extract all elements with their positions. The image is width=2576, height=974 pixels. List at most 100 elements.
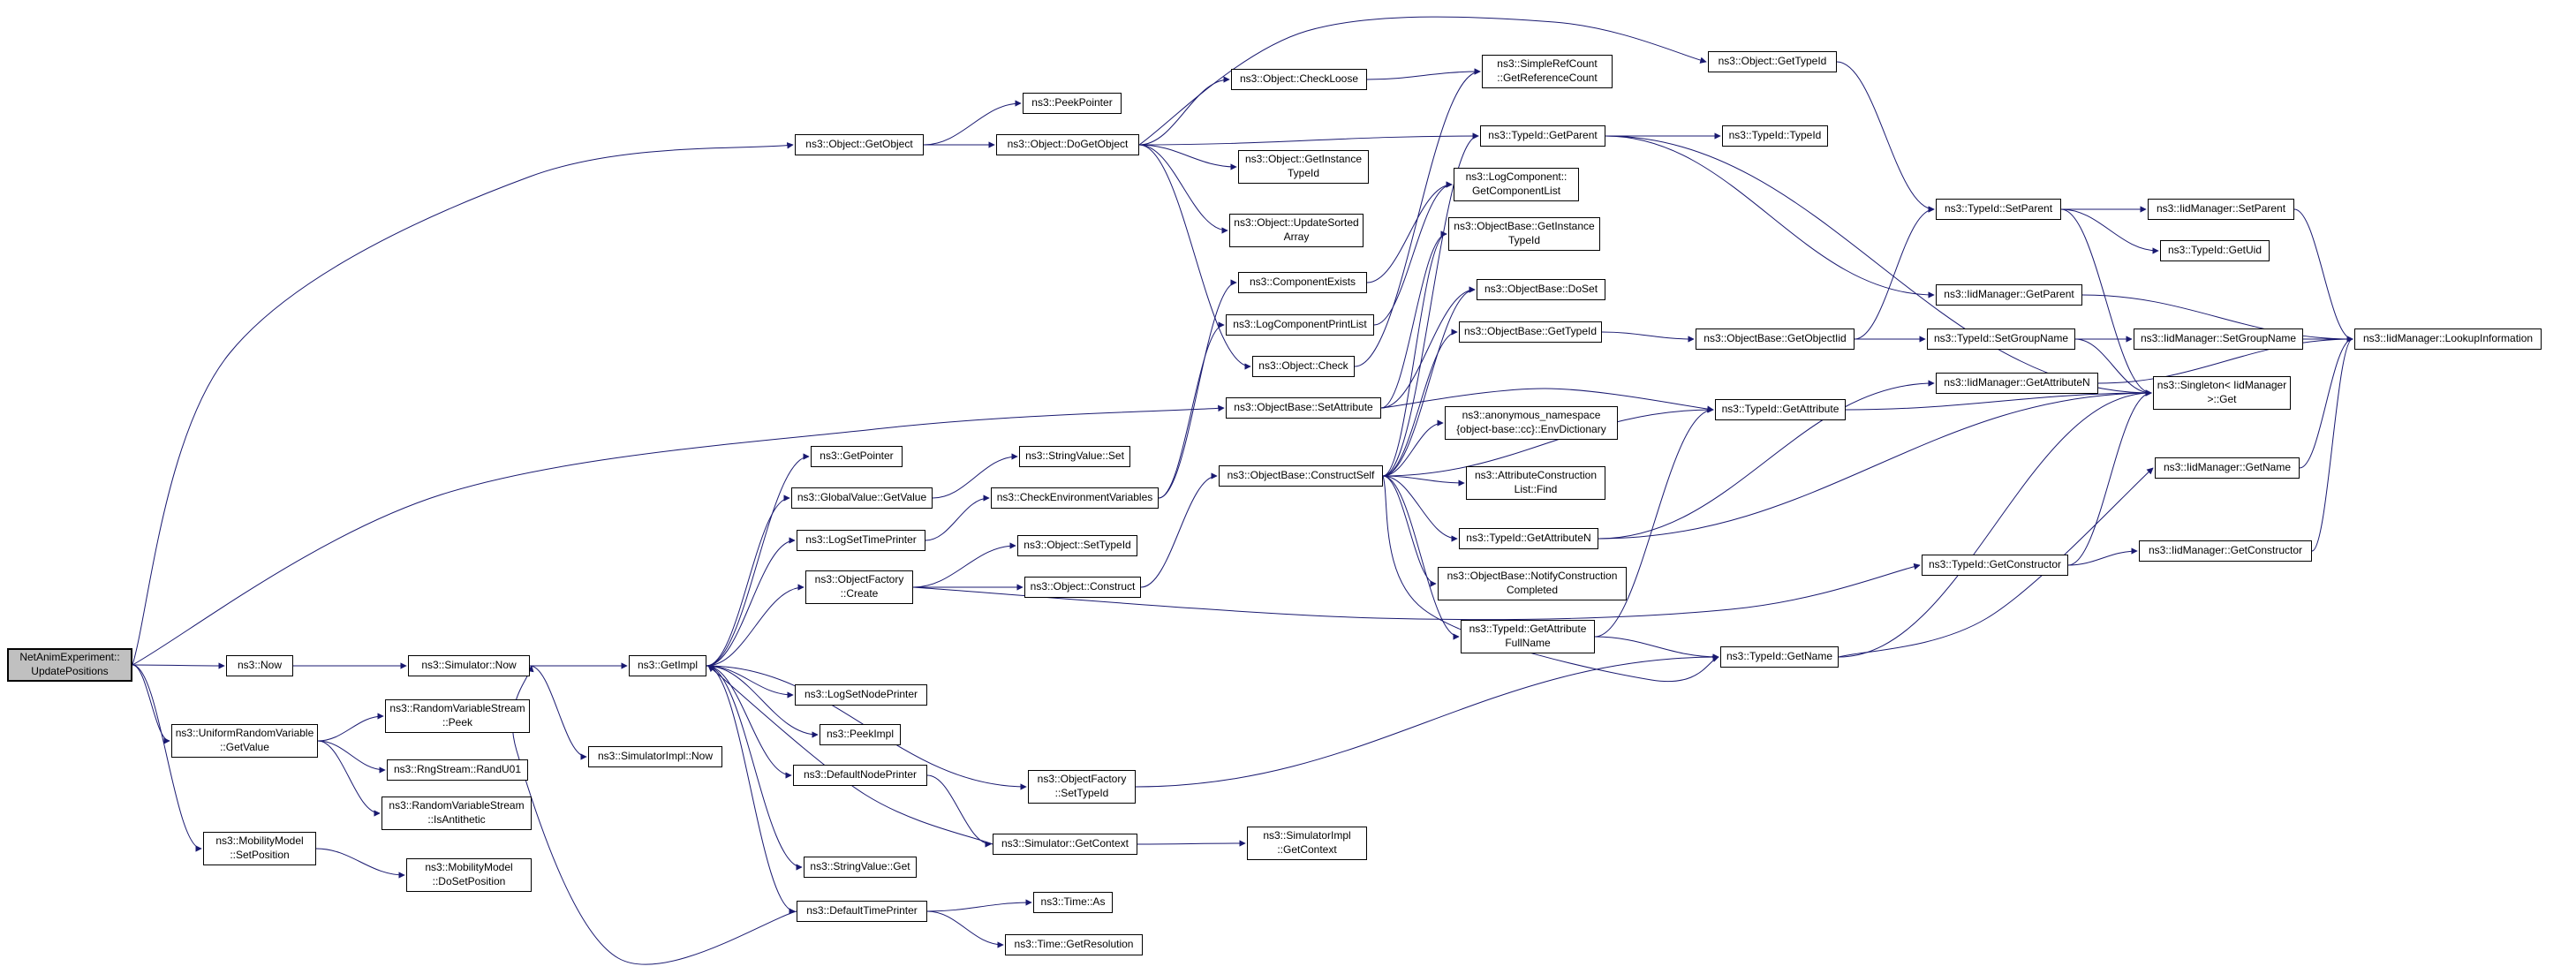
node-simple-ref-count-get-reference-count[interactable]: ns3::SimpleRefCount::GetReferenceCount (1482, 55, 1613, 88)
node-type-id-get-attribute-n[interactable]: ns3::TypeId::GetAttributeN (1459, 528, 1598, 549)
edge-get-impl-to-global-value-get-value (706, 495, 790, 667)
edge-get-impl-to-log-set-time-printer (706, 537, 796, 667)
node-object-do-get-object[interactable]: ns3::Object::DoGetObject (996, 134, 1139, 155)
node-type-id-get-constructor[interactable]: ns3::TypeId::GetConstructor (1922, 555, 2068, 576)
node-object-get-type-id[interactable]: ns3::Object::GetTypeId (1708, 51, 1837, 72)
node-singleton-iid-manager-get[interactable]: ns3::Singleton< IidManager>::Get (2153, 376, 2291, 410)
node-label: ns3::TypeId::SetParent (1944, 202, 2053, 215)
node-label: ns3::Object::Construct (1030, 580, 1136, 593)
edge-update-positions-to-mobility-set-position (132, 664, 202, 852)
node-type-id-type-id[interactable]: ns3::TypeId::TypeId (1722, 125, 1828, 147)
edge-get-impl-to-default-node-printer (706, 665, 792, 779)
node-mobility-set-position[interactable]: ns3::MobilityModel::SetPosition (203, 832, 316, 865)
node-iid-manager-get-attribute-n[interactable]: ns3::IidManager::GetAttributeN (1936, 373, 2098, 394)
node-rvs-is-antithetic[interactable]: ns3::RandomVariableStream::IsAntithetic (381, 797, 532, 830)
node-object-base-get-type-id[interactable]: ns3::ObjectBase::GetTypeId (1459, 321, 1602, 343)
node-object-check[interactable]: ns3::Object::Check (1252, 356, 1355, 377)
edge-object-get-type-id-to-type-id-set-parent (1836, 61, 1935, 213)
node-peek-impl[interactable]: ns3::PeekImpl (820, 724, 901, 745)
node-string-value-get[interactable]: ns3::StringValue::Get (804, 857, 917, 878)
node-label: ns3::AttributeConstruction (1474, 469, 1598, 482)
node-iid-manager-set-group-name[interactable]: ns3::IidManager::SetGroupName (2134, 328, 2303, 350)
node-object-get-object[interactable]: ns3::Object::GetObject (795, 134, 924, 155)
node-default-node-printer[interactable]: ns3::DefaultNodePrinter (793, 765, 927, 786)
node-label: ns3::RandomVariableStream (389, 702, 525, 715)
node-label: ns3::TypeId::GetName (1726, 650, 1833, 663)
node-type-id-get-attribute[interactable]: ns3::TypeId::GetAttribute (1715, 399, 1846, 420)
edge-type-id-get-attribute-to-singleton-iid-manager-get (1845, 389, 2152, 411)
node-object-base-get-object-iid[interactable]: ns3::ObjectBase::GetObjectIid (1696, 328, 1855, 350)
node-object-base-construct-self[interactable]: ns3::ObjectBase::ConstructSelf (1219, 465, 1383, 487)
edge-check-environment-variables-to-log-component-print-list (1158, 321, 1225, 499)
node-iid-manager-set-parent[interactable]: ns3::IidManager::SetParent (2148, 199, 2294, 220)
node-iid-manager-get-parent[interactable]: ns3::IidManager::GetParent (1936, 284, 2082, 306)
edge-uniform-get-value-to-rng-rand-u01 (317, 740, 386, 774)
node-peek-pointer[interactable]: ns3::PeekPointer (1023, 93, 1122, 114)
node-label: ns3::Object::UpdateSorted (1234, 216, 1359, 230)
node-component-exists[interactable]: ns3::ComponentExists (1238, 272, 1367, 293)
node-type-id-get-name[interactable]: ns3::TypeId::GetName (1720, 646, 1839, 668)
node-get-impl[interactable]: ns3::GetImpl (629, 655, 706, 676)
node-label: ns3::TypeId::GetAttribute (1721, 403, 1839, 416)
edge-default-node-printer-to-simulator-get-context (926, 774, 992, 848)
node-label: ::IsAntithetic (427, 813, 486, 826)
node-iid-manager-lookup-information[interactable]: ns3::IidManager::LookupInformation (2354, 328, 2542, 350)
node-simulator-impl-now[interactable]: ns3::SimulatorImpl::Now (588, 746, 722, 767)
node-uniform-get-value[interactable]: ns3::UniformRandomVariable::GetValue (171, 724, 318, 758)
node-mobility-do-set-position[interactable]: ns3::MobilityModel::DoSetPosition (406, 858, 532, 892)
node-log-set-node-printer[interactable]: ns3::LogSetNodePrinter (795, 684, 927, 706)
edge-object-do-get-object-to-object-update-sorted-array (1138, 144, 1228, 234)
edge-global-value-get-value-to-string-value-set (932, 453, 1018, 499)
node-default-time-printer[interactable]: ns3::DefaultTimePrinter (797, 901, 927, 922)
node-get-pointer[interactable]: ns3::GetPointer (811, 446, 903, 467)
node-label: ns3::LogComponentPrintList (1233, 318, 1367, 331)
node-time-as[interactable]: ns3::Time::As (1033, 892, 1113, 913)
node-label: ns3::UniformRandomVariable (175, 727, 314, 740)
node-object-base-set-attribute[interactable]: ns3::ObjectBase::SetAttribute (1226, 397, 1381, 419)
node-simulator-now[interactable]: ns3::Simulator::Now (408, 655, 530, 676)
node-time-get-resolution[interactable]: ns3::Time::GetResolution (1005, 934, 1143, 955)
node-object-factory-create[interactable]: ns3::ObjectFactory::Create (805, 570, 913, 604)
node-global-value-get-value[interactable]: ns3::GlobalValue::GetValue (791, 487, 933, 509)
edge-uniform-get-value-to-rvs-is-antithetic (317, 740, 381, 817)
node-label: ::GetContext (1277, 843, 1337, 856)
node-now[interactable]: ns3::Now (226, 655, 293, 676)
node-check-environment-variables[interactable]: ns3::CheckEnvironmentVariables (991, 487, 1159, 509)
node-label: ns3::Simulator::Now (421, 659, 517, 672)
edge-iid-manager-get-name-to-iid-manager-lookup-information (2299, 336, 2353, 469)
node-label: ns3::IidManager::SetGroupName (2140, 332, 2297, 345)
node-env-dictionary[interactable]: ns3::anonymous_namespace{object-base::cc… (1445, 406, 1618, 440)
node-iid-manager-get-name[interactable]: ns3::IidManager::GetName (2155, 457, 2300, 479)
node-iid-manager-get-constructor[interactable]: ns3::IidManager::GetConstructor (2139, 540, 2312, 562)
node-object-construct[interactable]: ns3::Object::Construct (1024, 577, 1141, 598)
node-label: ns3::Object::GetInstance (1244, 153, 1363, 166)
edge-object-base-set-attribute-to-object-base-get-instance-type-id (1380, 230, 1447, 409)
node-type-id-set-group-name[interactable]: ns3::TypeId::SetGroupName (1927, 328, 2075, 350)
node-object-check-loose[interactable]: ns3::Object::CheckLoose (1231, 69, 1367, 90)
node-label: FullName (1505, 637, 1551, 649)
node-type-id-get-parent[interactable]: ns3::TypeId::GetParent (1480, 125, 1605, 147)
node-rng-rand-u01[interactable]: ns3::RngStream::RandU01 (387, 759, 528, 781)
node-rvs-peek[interactable]: ns3::RandomVariableStream::Peek (385, 699, 530, 733)
node-simulator-get-context[interactable]: ns3::Simulator::GetContext (993, 834, 1137, 855)
node-object-factory-set-type-id[interactable]: ns3::ObjectFactory::SetTypeId (1028, 770, 1136, 804)
edge-default-time-printer-to-time-as (926, 899, 1032, 912)
node-log-component-get-component-list[interactable]: ns3::LogComponent::GetComponentList (1454, 168, 1579, 201)
node-object-base-do-set[interactable]: ns3::ObjectBase::DoSet (1477, 279, 1605, 300)
edge-object-get-object-to-peek-pointer (923, 100, 1022, 146)
node-string-value-set[interactable]: ns3::StringValue::Set (1019, 446, 1130, 467)
node-type-id-set-parent[interactable]: ns3::TypeId::SetParent (1936, 199, 2061, 220)
edge-object-factory-create-to-object-set-type-id (912, 542, 1016, 588)
node-type-id-get-uid[interactable]: ns3::TypeId::GetUid (2160, 240, 2270, 261)
node-label: ns3::SimulatorImpl::Now (597, 750, 714, 763)
node-log-set-time-printer[interactable]: ns3::LogSetTimePrinter (797, 530, 925, 551)
node-simulator-impl-get-context[interactable]: ns3::SimulatorImpl::GetContext (1247, 827, 1367, 860)
node-log-component-print-list[interactable]: ns3::LogComponentPrintList (1226, 314, 1374, 336)
node-object-set-type-id[interactable]: ns3::Object::SetTypeId (1017, 535, 1137, 556)
